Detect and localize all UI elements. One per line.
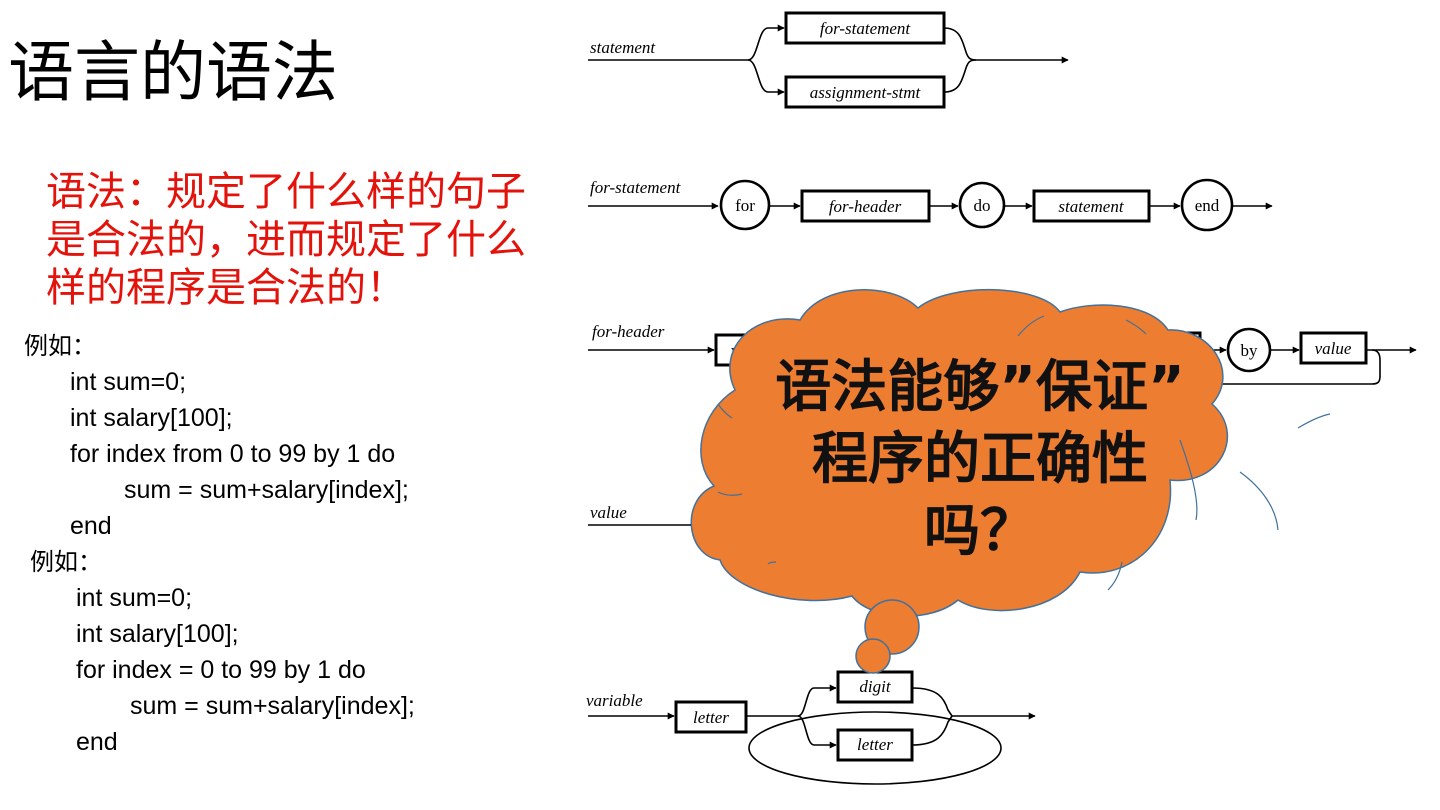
nonterminal-label: statement <box>1058 197 1124 216</box>
terminal-label: by <box>1241 341 1259 360</box>
value-rule: value <box>588 498 704 552</box>
terminal-label: end <box>1195 196 1220 215</box>
nonterminal-label: for-statement <box>820 19 912 38</box>
cloud-line: 语法能够”保证” <box>740 352 1220 424</box>
terminal-label: do <box>974 196 991 215</box>
cloud-line: 程序的正确性 <box>740 424 1220 496</box>
rule-label: for-header <box>592 322 665 341</box>
variable-rule: variable letter digit letter <box>586 672 1035 784</box>
nonterminal-label: letter <box>857 735 893 754</box>
cloud-question: 语法能够”保证” 程序的正确性 吗？ <box>740 352 1220 568</box>
terminal-label: for <box>735 196 755 215</box>
rule-label: statement <box>590 38 656 57</box>
nonterminal-label: letter <box>693 708 729 727</box>
cloud-bubble <box>856 639 890 673</box>
nonterminal-label: for-header <box>829 197 902 216</box>
statement-rule: statement for-statement assignment-stmt <box>588 13 1068 107</box>
nonterminal-label: value <box>1315 339 1352 358</box>
rule-label: for-statement <box>590 178 682 197</box>
nonterminal-label: digit <box>859 677 891 696</box>
nonterminal-label: assignment-stmt <box>810 83 922 102</box>
for-statement-rule: for-statement for for-header do statemen… <box>588 178 1272 230</box>
cloud-line: 吗？ <box>740 496 1220 568</box>
rule-label: value <box>590 503 627 522</box>
rule-label: variable <box>586 691 643 710</box>
